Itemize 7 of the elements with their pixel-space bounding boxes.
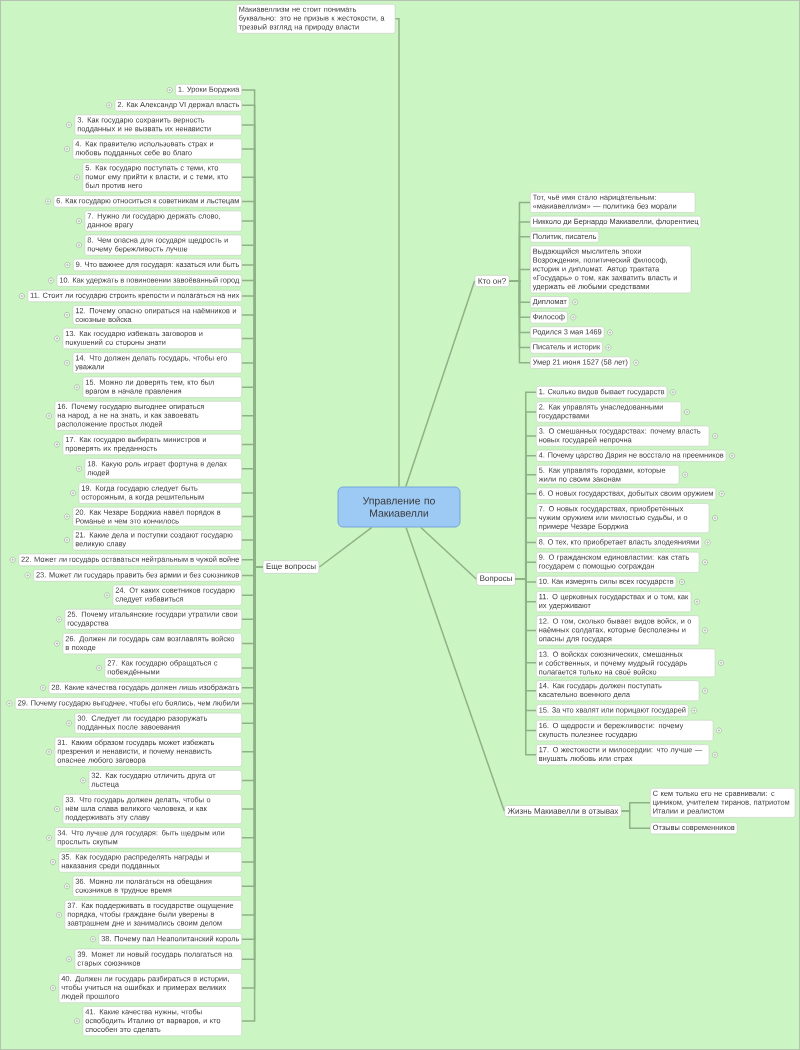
connector-line: [508, 280, 531, 364]
connector-line: [405, 526, 505, 812]
connector-line: [394, 18, 400, 488]
connector-line: [405, 280, 476, 488]
connector-line: [318, 526, 373, 568]
connector-line: [621, 810, 651, 829]
connector-line: [420, 526, 477, 580]
